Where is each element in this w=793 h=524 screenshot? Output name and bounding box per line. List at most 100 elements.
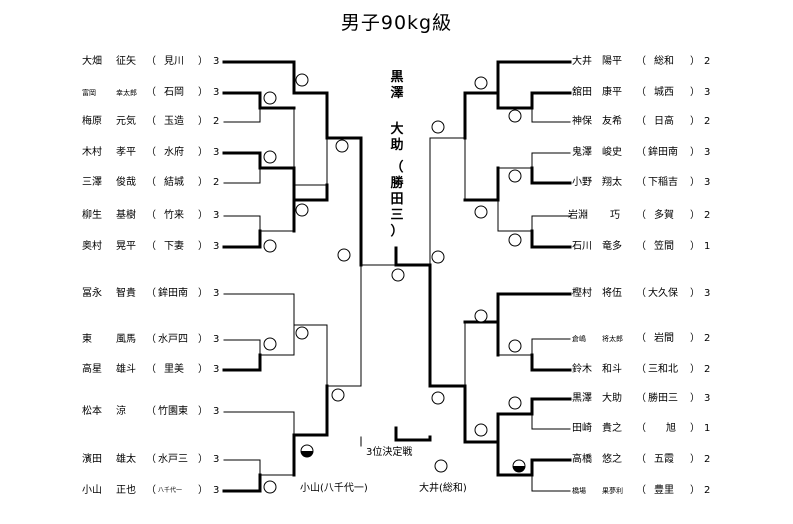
player-surname: 高橋	[572, 454, 592, 465]
circle-mark	[391, 268, 405, 282]
player-given-name: 峻史	[602, 147, 622, 158]
player-school: 下妻	[164, 241, 184, 252]
bracket-line	[223, 107, 261, 123]
player-school: 笠間	[654, 241, 674, 252]
player-school: 石岡	[164, 87, 184, 98]
player-school: 見川	[164, 56, 184, 67]
player-school: 鉾田南	[158, 288, 188, 299]
player-school: 結城	[164, 177, 184, 188]
player-left-8: 冨永智貴（鉾田南）3	[0, 287, 232, 301]
player-surname: 富岡	[82, 89, 96, 97]
player-school: 総和	[654, 56, 674, 67]
player-left-11: 松本涼（竹園東）3	[0, 405, 232, 419]
bracket-line	[222, 60, 296, 95]
player-school: 八千代一	[158, 487, 183, 494]
paren-open: （	[636, 210, 646, 221]
player-right-11: 黒澤大助（勝田三）3	[556, 392, 793, 406]
paren-open: （	[636, 333, 646, 344]
player-right-2: 舘田康平（城西）3	[556, 86, 793, 100]
player-surname: 奥村	[82, 241, 102, 252]
circle-mark	[474, 205, 488, 219]
player-surname: 大畑	[82, 56, 102, 67]
champion-school-char: 三	[390, 208, 404, 223]
paren-close: ）	[198, 147, 208, 158]
player-grade: 2	[213, 116, 220, 127]
paren-close: ）	[690, 454, 700, 465]
bracket-line	[326, 264, 362, 387]
player-school: 日高	[654, 116, 674, 127]
player-grade: 3	[213, 288, 220, 299]
circle-mark	[263, 480, 277, 494]
player-given-name: 俊哉	[116, 177, 136, 188]
bracket-line	[222, 229, 262, 249]
paren-open: （	[636, 177, 646, 188]
paren-open: （	[146, 364, 156, 375]
player-grade: 3	[704, 288, 711, 299]
player-right-3: 神保友希（日高）2	[556, 115, 793, 129]
player-given-name: 雄太	[116, 454, 136, 465]
player-school: 下稲吉	[648, 177, 678, 188]
player-grade: 3	[213, 364, 220, 375]
paren-open: （	[636, 485, 646, 496]
player-surname: 鈴木	[572, 364, 592, 375]
circle-mark	[295, 326, 309, 340]
player-left-3: 梅原元気（玉造）2	[0, 115, 232, 129]
bracket-line	[428, 263, 467, 388]
circle-mark	[508, 233, 522, 247]
player-given-name: 悠之	[602, 454, 622, 465]
paren-close: ）	[690, 56, 700, 67]
player-left-12: 濱田雄太（水戸三）3	[0, 453, 232, 467]
paren-close: ）	[690, 177, 700, 188]
player-surname: 黒澤	[572, 393, 592, 404]
player-grade: 3	[213, 485, 220, 496]
paren-open: （	[636, 241, 646, 252]
player-right-13: 高橋悠之（五霞）2	[556, 453, 793, 467]
player-grade: 2	[704, 333, 711, 344]
circle-mark	[335, 139, 349, 153]
player-grade: 3	[704, 177, 711, 188]
paren-open: （	[146, 485, 156, 496]
paren-open: （	[636, 364, 646, 375]
bracket-line	[394, 426, 432, 442]
player-right-6: 岩淵巧（多賀）2	[556, 209, 793, 223]
bracket-line	[222, 473, 262, 493]
player-grade: 3	[704, 87, 711, 98]
half-filled-circle-mark-fill	[513, 466, 525, 472]
player-given-name: 晃平	[116, 241, 136, 252]
champion-school-char: 勝	[390, 176, 404, 191]
player-grade: 1	[704, 241, 711, 252]
player-given-name: 孝平	[116, 147, 136, 158]
bracket-line	[497, 152, 571, 169]
paren-close: ）	[690, 364, 700, 375]
player-school: 三和北	[648, 364, 678, 375]
player-left-2: 富岡幸太郎（石岡）3	[0, 86, 232, 100]
player-surname: 石川	[572, 241, 592, 252]
paren-close: ）	[198, 116, 208, 127]
bracket-line	[496, 60, 572, 95]
circle-mark	[434, 459, 448, 473]
player-school: 旭	[666, 423, 676, 434]
player-given-name: 康平	[602, 87, 622, 98]
player-given-name: 陽平	[602, 56, 622, 67]
player-left-10: 高星雄斗（里美）3	[0, 363, 232, 377]
bracket-line	[496, 397, 572, 416]
player-grade: 2	[704, 210, 711, 221]
paren-close: ）	[690, 241, 700, 252]
player-school: 竹来	[164, 210, 184, 221]
player-given-name: 涼	[116, 406, 126, 417]
player-given-name: 将太郎	[602, 335, 623, 343]
bracket-line	[222, 151, 296, 170]
circle-mark	[263, 239, 277, 253]
bracket-line	[497, 215, 571, 232]
circle-mark	[263, 150, 277, 164]
player-surname: 橋場	[572, 487, 586, 495]
player-surname: 鬼澤	[572, 147, 592, 158]
player-surname: 濱田	[82, 454, 102, 465]
paren-open: （	[146, 56, 156, 67]
player-given-name: 幸太郎	[116, 89, 137, 97]
player-left-4: 木村孝平（水府）3	[0, 146, 232, 160]
bracket-line	[530, 353, 572, 372]
player-given-name: 征矢	[116, 56, 136, 67]
paren-open: （	[636, 87, 646, 98]
player-school: 竹園東	[158, 406, 188, 417]
